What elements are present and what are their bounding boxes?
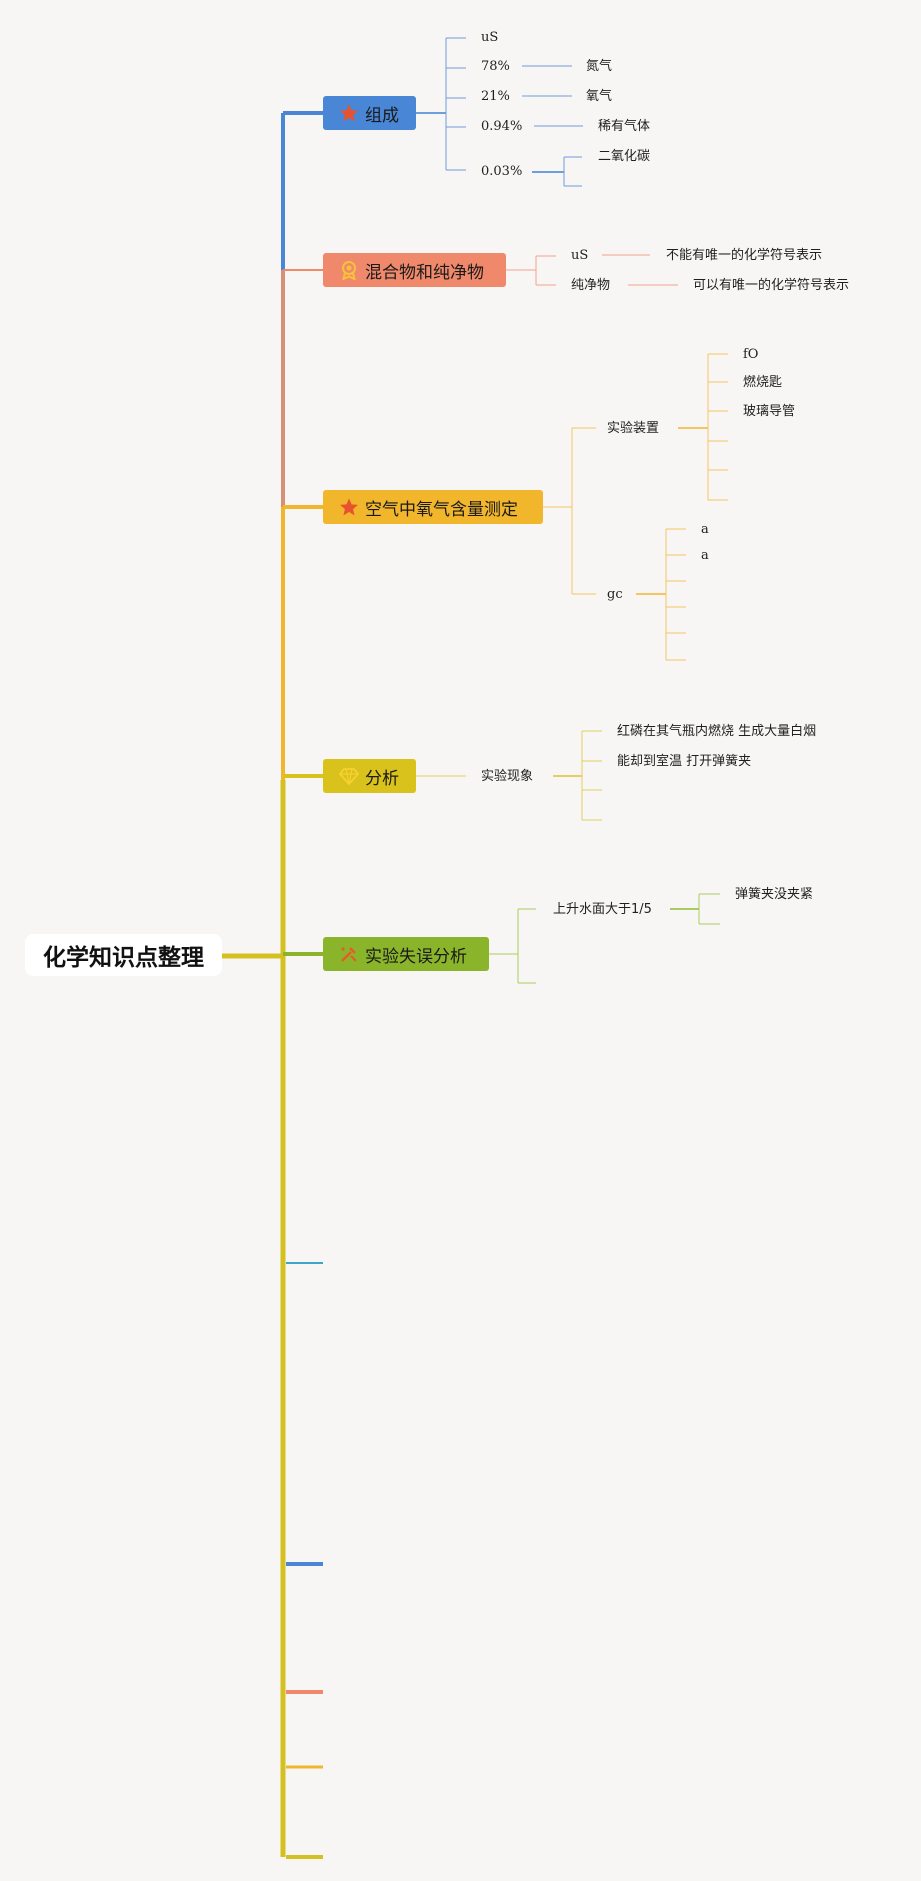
root-label: 化学知识点整理 xyxy=(43,945,204,971)
node-text[interactable]: 可以有唯一的化学符号表示 xyxy=(693,278,850,293)
node-text[interactable]: fO xyxy=(743,347,759,362)
topic-composition[interactable]: 组成 xyxy=(323,96,416,130)
topic-label: 空气中氧气含量测定 xyxy=(365,499,518,520)
topic-mixture-pure[interactable]: 混合物和纯净物 xyxy=(323,253,506,287)
topic-3-branches xyxy=(543,353,728,661)
node-text[interactable]: 纯净物 xyxy=(571,278,611,293)
node-text[interactable]: 不能有唯一的化学符号表示 xyxy=(666,248,823,263)
topic-label: 组成 xyxy=(365,105,399,126)
node-text[interactable]: 红磷在其气瓶内燃烧 生成大量白烟 xyxy=(617,724,817,739)
node-text[interactable]: 氮气 xyxy=(586,59,613,74)
topic-4-branches xyxy=(416,730,602,821)
node-text[interactable]: 实验装置 xyxy=(607,421,660,436)
node-text[interactable]: 能却到室温 打开弹簧夹 xyxy=(617,754,752,769)
topic-label: 实验失误分析 xyxy=(365,946,467,967)
diamond-icon xyxy=(339,768,359,786)
node-text[interactable]: a xyxy=(701,522,709,537)
node-text[interactable]: a xyxy=(701,548,709,563)
topic-label: 分析 xyxy=(365,768,399,789)
topic-1-branches xyxy=(416,37,583,187)
root-node[interactable]: 化学知识点整理 xyxy=(25,934,222,976)
medal-icon xyxy=(342,261,356,280)
node-text[interactable]: uS xyxy=(481,30,499,45)
topic-oxygen-measurement[interactable]: 空气中氧气含量测定 xyxy=(323,490,543,524)
node-text[interactable]: 二氧化碳 xyxy=(598,149,651,164)
node-text[interactable]: 弹簧夹没夹紧 xyxy=(735,887,814,902)
node-text[interactable]: 氧气 xyxy=(586,89,613,104)
tools-icon xyxy=(341,947,357,962)
node-text[interactable]: 玻璃导管 xyxy=(743,404,796,419)
node-text[interactable]: 0.03% xyxy=(481,164,523,179)
star-icon xyxy=(340,104,358,122)
node-text[interactable]: uS xyxy=(571,248,589,263)
topic-5-branches xyxy=(489,893,720,984)
topic-analysis[interactable]: 分析 xyxy=(323,759,416,793)
topic-label: 混合物和纯净物 xyxy=(365,262,484,283)
topic-2-branches xyxy=(506,254,678,286)
node-text[interactable]: 上升水面大于1/5 xyxy=(553,902,652,917)
node-text[interactable]: 实验现象 xyxy=(481,769,534,784)
node-text[interactable]: gc xyxy=(607,587,623,602)
star-icon xyxy=(340,498,358,516)
topic-experiment-errors[interactable]: 实验失误分析 xyxy=(323,937,489,971)
node-text[interactable]: 稀有气体 xyxy=(598,119,651,134)
node-text[interactable]: 燃烧匙 xyxy=(743,375,783,390)
node-text[interactable]: 21% xyxy=(481,89,510,104)
node-text[interactable]: 78% xyxy=(481,59,510,74)
node-text[interactable]: 0.94% xyxy=(481,119,523,134)
